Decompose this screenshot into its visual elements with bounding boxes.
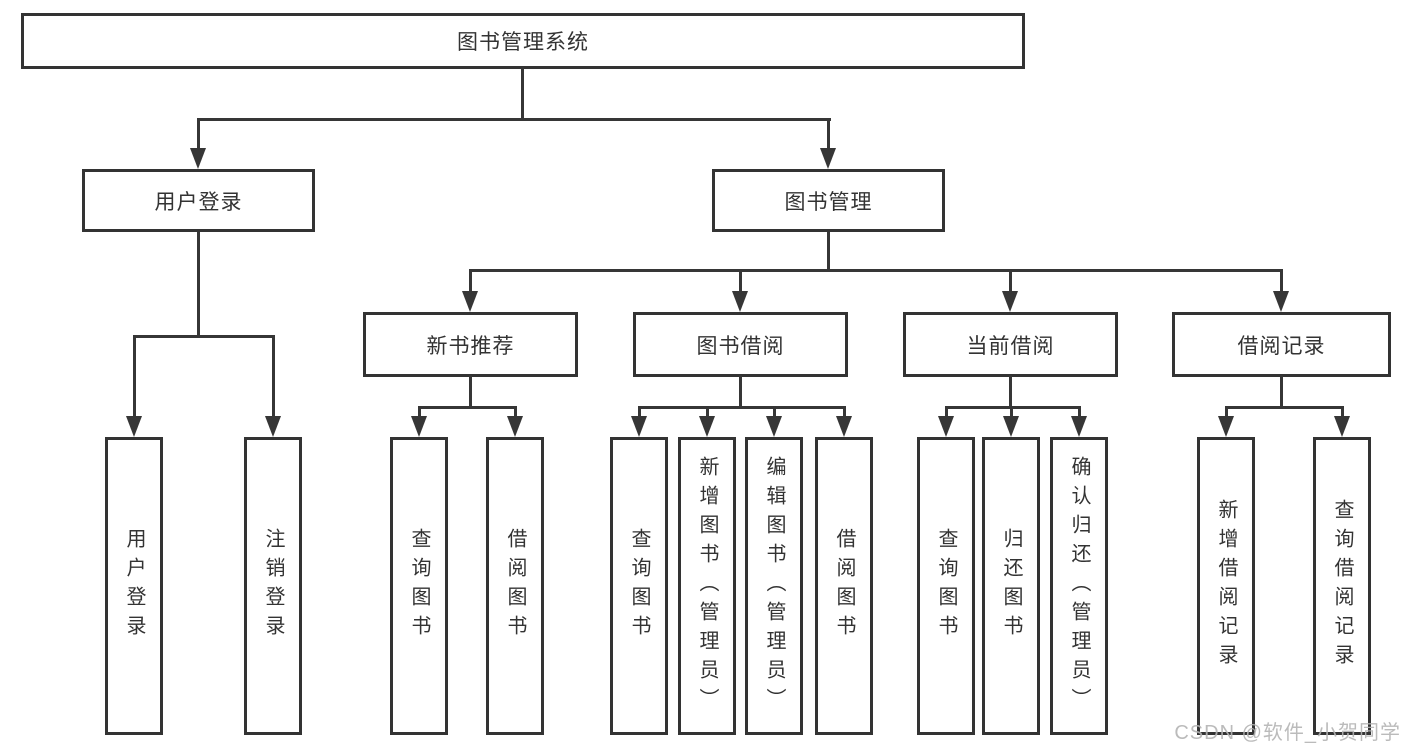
leaf-label: 确认归还（管理员） [1068, 455, 1090, 717]
node-new-book-recommendation: 新书推荐 [363, 312, 578, 377]
arrow-down-icon [1218, 416, 1234, 437]
arrow-down-icon [836, 416, 852, 437]
node-label: 图书管理系统 [457, 31, 589, 54]
arrow-down-icon [462, 291, 478, 312]
connector-leaf-drop [706, 406, 709, 418]
connector-leaf-drop [272, 335, 275, 417]
connector-group-stem [739, 375, 742, 408]
arrow-down-icon [1273, 291, 1289, 312]
leaf-current-return-books: 归还图书 [982, 437, 1040, 735]
node-current-borrowing: 当前借阅 [903, 312, 1118, 377]
connector-group-bar [1225, 406, 1344, 409]
arrow-down-icon [1071, 416, 1087, 437]
leaf-label: 查询图书 [628, 528, 650, 644]
arrow-down-icon [938, 416, 954, 437]
leaf-borrow-borrow-books: 借阅图书 [815, 437, 873, 735]
connector-leaf-drop [1078, 406, 1081, 418]
leaf-label: 用户登录 [123, 528, 145, 644]
arrow-down-icon [411, 416, 427, 437]
connector-group-stem [1009, 375, 1012, 408]
arrow-down-icon [1002, 291, 1018, 312]
arrow-down-icon [699, 416, 715, 437]
node-book-management: 图书管理 [712, 169, 945, 232]
node-label: 用户登录 [154, 190, 243, 214]
connector-root-stem [521, 67, 524, 120]
connector-user-login-stem [197, 232, 200, 338]
connector-leaf-drop [1341, 406, 1344, 418]
leaf-label: 归还图书 [1000, 528, 1022, 644]
leaf-records-add-record: 新增借阅记录 [1197, 437, 1255, 735]
node-borrowing-records: 借阅记录 [1172, 312, 1391, 377]
leaf-label: 借阅图书 [833, 528, 855, 644]
leaf-label: 编辑图书（管理员） [763, 455, 785, 717]
csdn-watermark: CSDN @软件_小贺同学 [1174, 722, 1401, 744]
arrow-down-icon [1003, 416, 1019, 437]
connector-node-drop [739, 269, 742, 293]
connector-leaf-drop [1010, 406, 1013, 418]
connector-group-bar [945, 406, 1081, 409]
leaf-newbook-borrow-books: 借阅图书 [486, 437, 544, 735]
connector-group-bar [418, 406, 517, 409]
arrow-down-icon [766, 416, 782, 437]
leaf-label: 借阅图书 [504, 528, 526, 644]
leaf-label: 注销登录 [262, 528, 284, 644]
node-user-login: 用户登录 [82, 169, 315, 232]
connector-book-mgmt-stem [827, 232, 830, 272]
arrow-down-icon [265, 416, 281, 437]
leaf-current-confirm-return-admin: 确认归还（管理员） [1050, 437, 1108, 735]
leaf-label: 查询借阅记录 [1331, 499, 1353, 673]
connector-group-stem [1280, 375, 1283, 408]
connector-node-drop [469, 269, 472, 293]
connector-leaf-drop [843, 406, 846, 418]
node-label: 当前借阅 [966, 334, 1055, 358]
connector-leaf-drop [638, 406, 641, 418]
leaf-borrow-edit-books-admin: 编辑图书（管理员） [745, 437, 803, 735]
leaf-label: 查询图书 [408, 528, 430, 644]
connector-leaf-drop [133, 335, 136, 417]
leaf-borrow-query-books: 查询图书 [610, 437, 668, 735]
leaf-label: 新增借阅记录 [1215, 499, 1237, 673]
arrow-down-icon [820, 148, 836, 169]
connector-node-drop [1009, 269, 1012, 293]
arrow-down-icon [190, 148, 206, 169]
node-book-borrowing: 图书借阅 [633, 312, 848, 377]
leaf-label: 查询图书 [935, 528, 957, 644]
connector-leaf-drop [514, 406, 517, 418]
leaf-logout: 注销登录 [244, 437, 302, 735]
connector-level2-bar [197, 118, 831, 121]
leaf-newbook-query-books: 查询图书 [390, 437, 448, 735]
connector-group-stem [469, 375, 472, 408]
leaf-user-login: 用户登录 [105, 437, 163, 735]
connector-leaf-drop [1225, 406, 1228, 418]
connector-user-login-drop [197, 118, 200, 150]
arrow-down-icon [1334, 416, 1350, 437]
connector-user-login-bar [133, 335, 275, 338]
connector-leaf-drop [773, 406, 776, 418]
connector-level3-bar [469, 269, 1283, 272]
node-label: 图书借阅 [696, 334, 785, 358]
connector-leaf-drop [418, 406, 421, 418]
node-library-management-system: 图书管理系统 [21, 13, 1025, 69]
arrow-down-icon [126, 416, 142, 437]
leaf-records-query-record: 查询借阅记录 [1313, 437, 1371, 735]
leaf-borrow-add-books-admin: 新增图书（管理员） [678, 437, 736, 735]
arrow-down-icon [631, 416, 647, 437]
connector-group-bar [638, 406, 846, 409]
connector-leaf-drop [945, 406, 948, 418]
leaf-current-query-books: 查询图书 [917, 437, 975, 735]
node-label: 借阅记录 [1237, 334, 1326, 358]
arrow-down-icon [507, 416, 523, 437]
arrow-down-icon [732, 291, 748, 312]
node-label: 新书推荐 [426, 334, 515, 358]
node-label: 图书管理 [784, 190, 873, 214]
connector-node-drop [1280, 269, 1283, 293]
connector-book-mgmt-drop [827, 118, 830, 150]
leaf-label: 新增图书（管理员） [696, 455, 718, 717]
